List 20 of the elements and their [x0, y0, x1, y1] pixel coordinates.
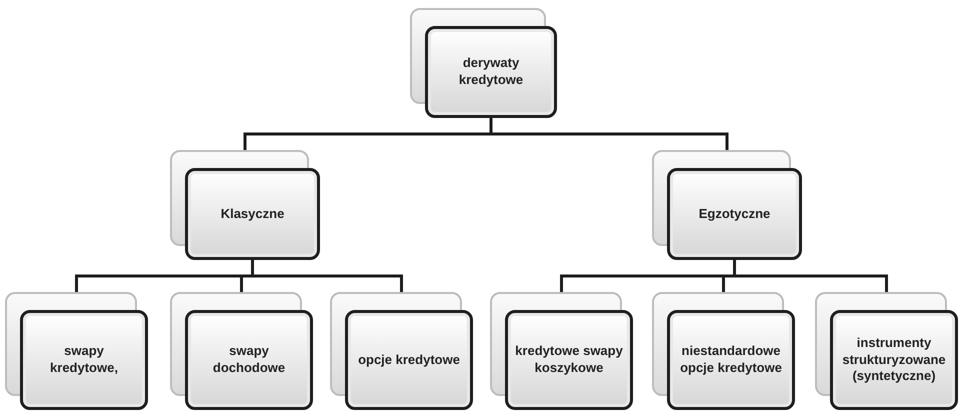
box: [170, 292, 313, 410]
box-label: opcje kredytowe: [358, 352, 460, 368]
box: [652, 292, 795, 410]
box: [5, 292, 148, 410]
box: [815, 292, 958, 410]
box: [490, 292, 633, 410]
box-label: instrumenty strukturyzowane (syntetyczne): [841, 334, 947, 386]
box: [652, 150, 802, 260]
box: [410, 8, 557, 118]
box-label: derywaty kredytowe: [458, 55, 524, 89]
box-label: swapy kredytowe,: [49, 343, 119, 377]
connector-line: [733, 260, 888, 292]
box: [330, 292, 473, 410]
box-label: swapy dochodowe: [212, 343, 286, 377]
connector-line: [251, 260, 403, 292]
box-label: Egzotyczne: [698, 206, 770, 222]
box-label: niestandardowe opcje kredytowe: [679, 343, 783, 377]
box-label: kredytowe swapy koszykowe: [514, 343, 624, 377]
box: [170, 150, 320, 260]
box-label: Klasyczne: [220, 206, 284, 222]
